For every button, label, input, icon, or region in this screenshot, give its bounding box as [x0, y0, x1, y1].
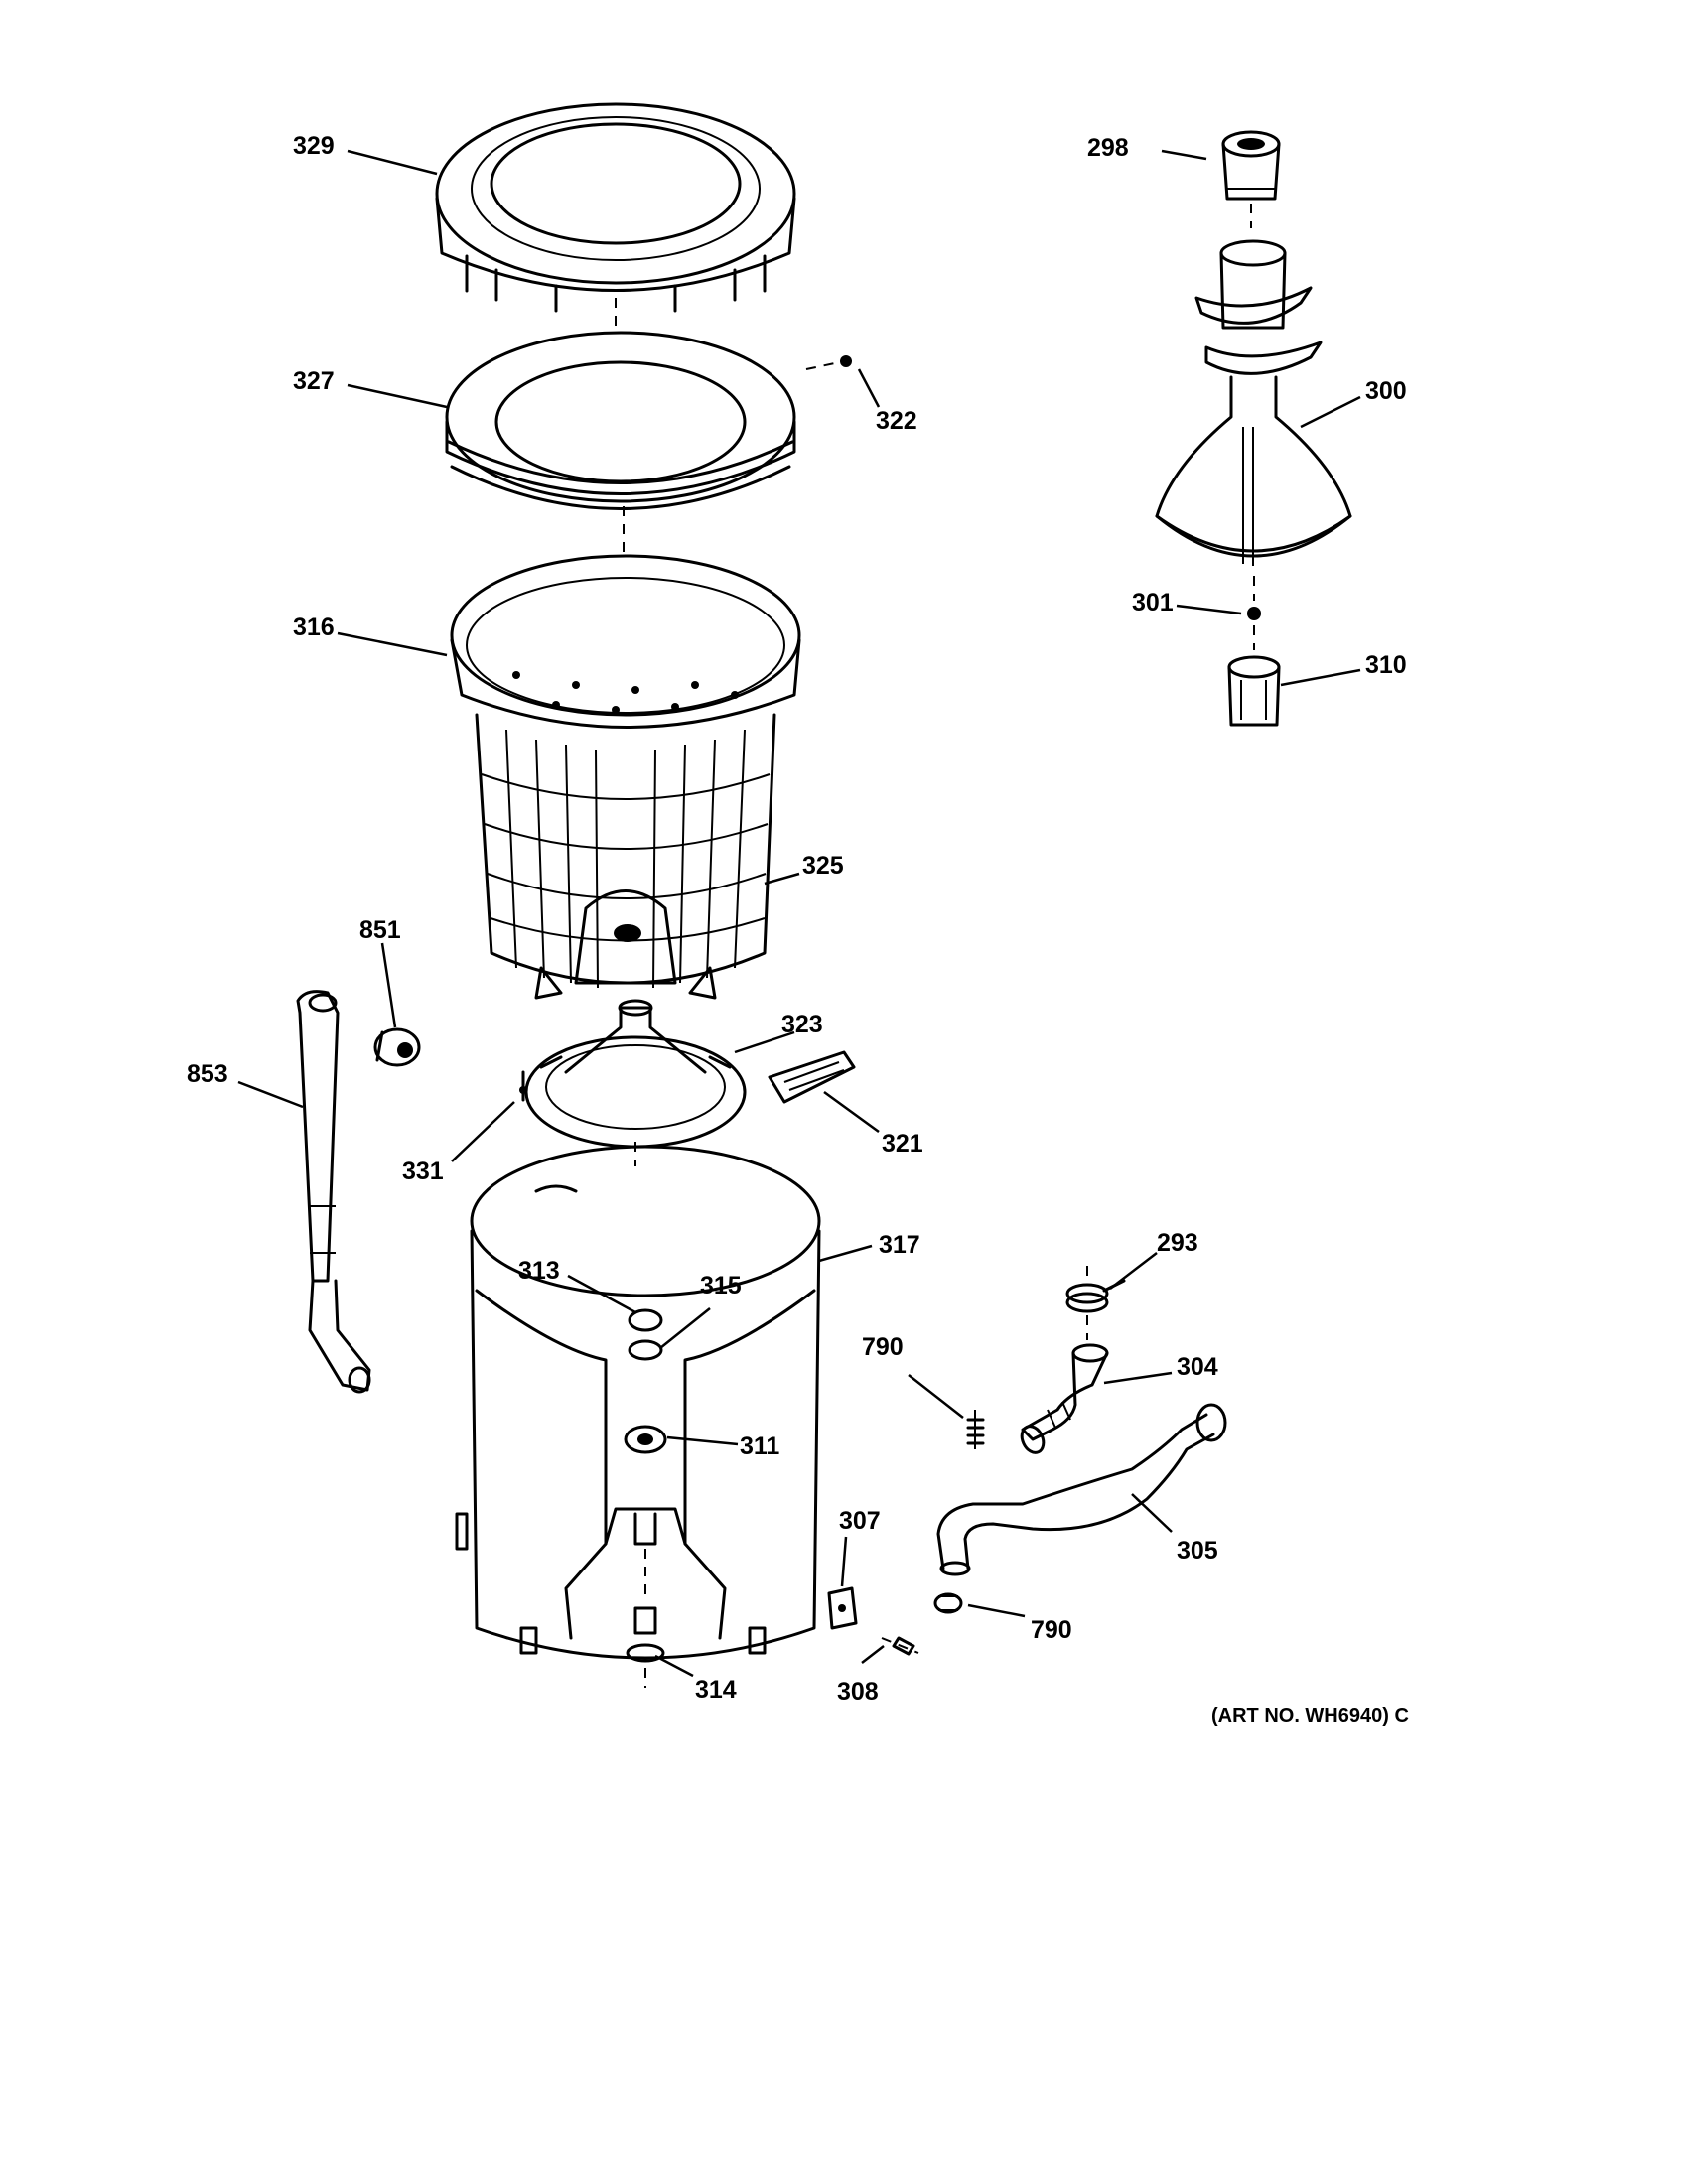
label-790-bottom: 790	[1031, 1616, 1072, 1644]
label-310: 310	[1365, 651, 1407, 679]
tube-part-853	[296, 990, 371, 1394]
label-316: 316	[293, 614, 335, 641]
spring-part-790-b	[933, 1592, 963, 1614]
basket-part-316-325	[450, 554, 801, 1000]
label-322: 322	[876, 407, 917, 435]
label-305: 305	[1177, 1537, 1218, 1565]
bolt-part-301	[1247, 607, 1261, 620]
pin-part-331	[519, 1070, 527, 1102]
agitator-part-300	[1155, 239, 1352, 566]
label-313: 313	[518, 1257, 560, 1285]
elbow-part-304	[1020, 1343, 1109, 1454]
coupling-part-310	[1227, 655, 1281, 727]
label-329: 329	[293, 132, 335, 160]
screw-part-308	[881, 1636, 919, 1656]
label-325: 325	[802, 852, 844, 880]
label-851: 851	[359, 916, 401, 944]
label-790-top: 790	[862, 1333, 904, 1361]
label-300: 300	[1365, 377, 1407, 405]
label-308: 308	[837, 1678, 879, 1706]
hub-part-323	[524, 999, 747, 1149]
art-number: (ART NO. WH6940) C	[1211, 1706, 1409, 1727]
label-304: 304	[1177, 1353, 1218, 1381]
outer-tub-part-317	[455, 1145, 821, 1660]
label-317: 317	[879, 1231, 920, 1259]
label-323: 323	[781, 1011, 823, 1038]
label-331: 331	[402, 1158, 444, 1185]
pad-part-321	[768, 1050, 856, 1104]
clip-part-307	[827, 1586, 858, 1630]
tub-cover-part-329	[435, 102, 796, 313]
label-314: 314	[695, 1676, 737, 1704]
label-315: 315	[700, 1272, 742, 1299]
label-301: 301	[1132, 589, 1174, 616]
label-327: 327	[293, 367, 335, 395]
label-321: 321	[882, 1130, 923, 1158]
hose-part-305	[936, 1403, 1227, 1576]
label-311: 311	[740, 1433, 779, 1460]
balance-ring-part-327	[445, 331, 796, 510]
spring-part-790-a	[966, 1410, 985, 1449]
label-853: 853	[187, 1060, 228, 1088]
cap-part-851	[373, 1027, 421, 1067]
label-307: 307	[839, 1507, 881, 1535]
leader-lines	[237, 149, 1361, 1678]
seal-part-314	[626, 1606, 665, 1663]
callout-labels: 329 327 316 325 298 300 322 301 310 851 …	[187, 132, 1409, 1727]
screw-part-322	[805, 355, 855, 370]
label-293: 293	[1157, 1229, 1198, 1257]
cap-part-298	[1221, 130, 1281, 201]
label-298: 298	[1087, 134, 1129, 162]
